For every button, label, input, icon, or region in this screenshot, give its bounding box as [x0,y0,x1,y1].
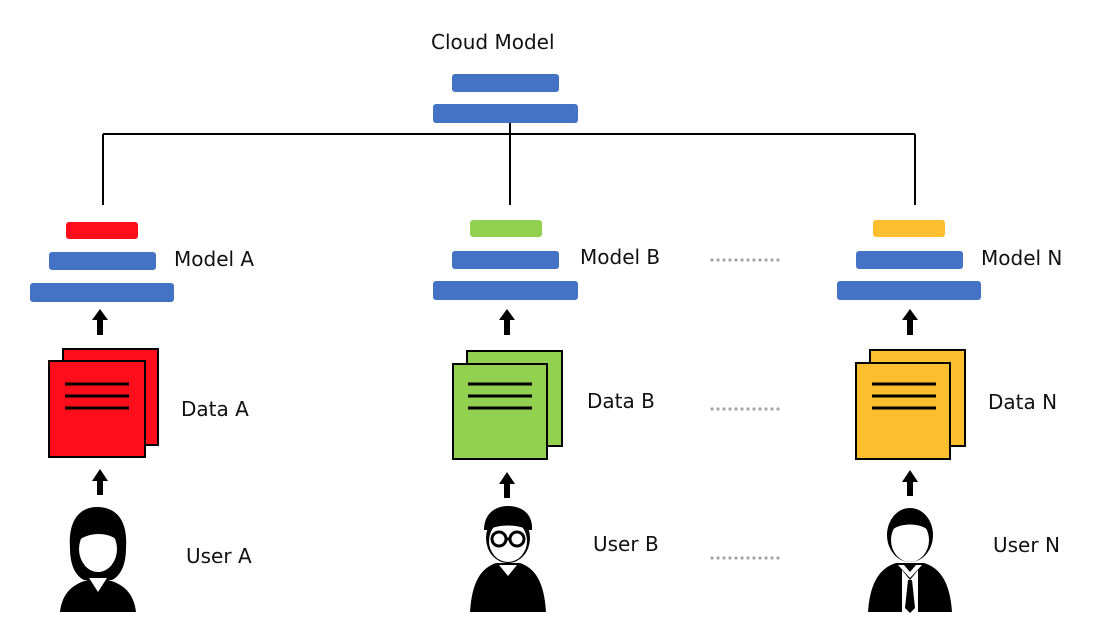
document-stack-icon [855,349,966,460]
user-glasses-icon [470,506,546,612]
document-stack-icon [452,350,563,460]
user-n-label: User N [993,533,1060,557]
column-n [837,220,981,613]
model-b-icon [433,220,578,300]
ellipsis-model [710,258,780,262]
model-b-accent-bar [470,220,542,237]
model-a-bar-bottom [30,283,174,302]
model-n-bar-bottom [837,281,981,300]
up-arrow-icon [902,470,918,496]
user-b-label: User B [593,532,659,556]
column-b [433,220,578,612]
model-a-accent-bar [66,222,138,239]
up-arrow-icon [499,472,515,498]
ellipsis-data [710,407,780,411]
ellipsis-separators [710,258,780,560]
user-a-label: User A [186,544,252,568]
cloud-connector-lines [102,123,916,205]
cloud-model-bar-top [452,74,559,92]
model-a-label: Model A [174,247,255,271]
cloud-model-bar-bottom [433,104,578,123]
model-n-icon [837,220,981,300]
ellipsis-user [710,556,780,560]
data-a-label: Data A [181,397,249,421]
document-stack-icon [48,348,159,458]
up-arrow-icon [499,309,515,335]
model-n-accent-bar [873,220,945,237]
model-b-label: Model B [580,245,661,269]
cloud-model-label: Cloud Model [431,30,555,54]
model-b-bar-bottom [433,281,578,300]
up-arrow-icon [92,309,108,335]
cloud-model-icon [433,74,578,123]
model-n-bar-mid [856,251,963,269]
model-a-bar-mid [49,252,156,270]
user-tie-icon [868,508,952,613]
up-arrow-icon [92,469,108,495]
up-arrow-icon [902,309,918,335]
data-b-label: Data B [587,389,655,413]
data-n-label: Data N [988,390,1058,414]
user-female-icon [60,507,136,612]
column-a [30,222,174,612]
model-n-label: Model N [981,246,1063,270]
model-a-icon [30,222,174,302]
model-b-bar-mid [452,251,559,269]
